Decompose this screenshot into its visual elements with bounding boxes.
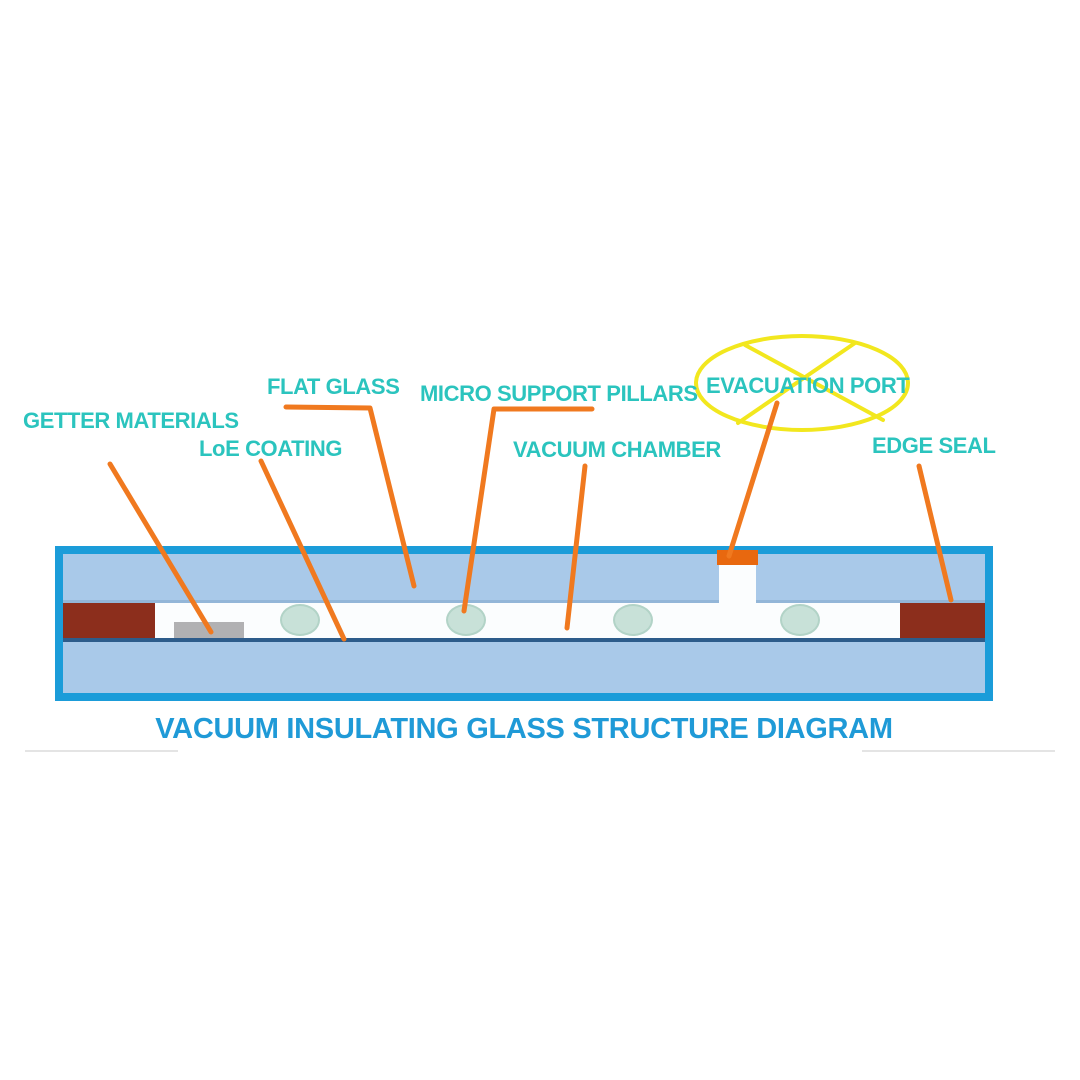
edge-seal-left — [63, 603, 155, 638]
support-pillar — [613, 604, 653, 636]
label-edge-seal: EDGE SEAL — [872, 433, 996, 458]
label-flat-glass: FLAT GLASS — [267, 374, 400, 399]
top-pane-lower-edge — [63, 600, 985, 603]
leader-getter-materials — [107, 461, 214, 635]
leader-micro-support-pillars — [461, 406, 595, 614]
leader-vacuum-chamber — [564, 463, 588, 631]
evacuation-port-ellipse — [694, 334, 910, 432]
glass-unit-frame — [55, 546, 993, 701]
diagram-title: VACUUM INSULATING GLASS STRUCTURE DIAGRA… — [155, 713, 893, 745]
leader-edge-seal — [916, 463, 954, 603]
label-micro-support-pillars: MICRO SUPPORT PILLARS — [420, 381, 698, 406]
leader-evacuation-port — [726, 400, 780, 559]
label-evacuation-port: EVACUATION PORT — [706, 373, 910, 398]
leader-flat-glass — [283, 404, 417, 589]
label-vacuum-chamber: VACUUM CHAMBER — [513, 437, 721, 462]
label-getter-materials: GETTER MATERIALS — [23, 408, 239, 433]
ellipse-cross-line — [736, 341, 857, 425]
support-pillar — [780, 604, 820, 636]
evacuation-port-channel — [719, 562, 756, 603]
ellipse-cross-line — [743, 343, 885, 422]
edge-seal-right — [900, 603, 985, 638]
background-artifact-line — [862, 750, 1055, 752]
leader-loe-coating — [258, 458, 347, 642]
support-pillar — [280, 604, 320, 636]
label-loe-coating: LoE COATING — [199, 436, 343, 461]
loe-coating-layer — [63, 638, 985, 642]
background-artifact-line — [25, 750, 178, 752]
